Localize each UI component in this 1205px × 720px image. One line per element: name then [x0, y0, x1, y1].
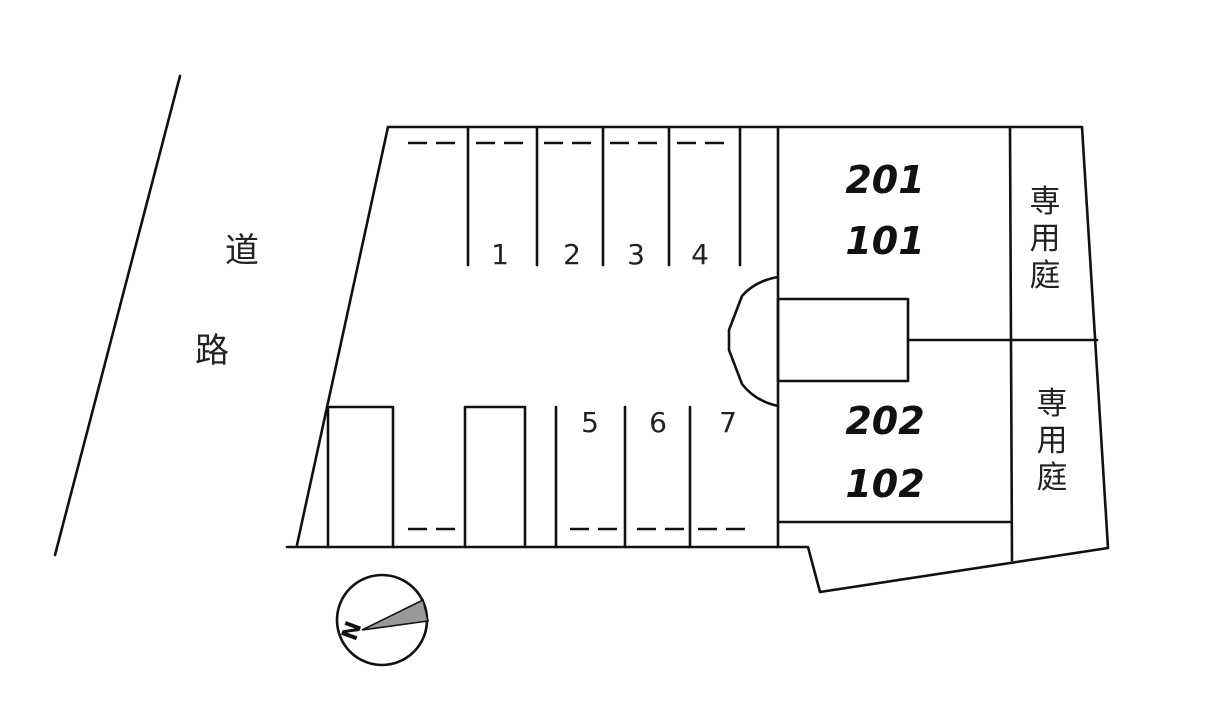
- parking-number-5: 5: [581, 406, 599, 439]
- parking-number-7: 7: [719, 406, 737, 439]
- parking-number-4: 4: [691, 238, 709, 271]
- private-garden-lower-2: 用: [1037, 423, 1068, 459]
- lot-left-edge: [295, 125, 390, 547]
- unit-number-102: 102: [845, 462, 924, 506]
- parking-number-6: 6: [649, 406, 667, 439]
- private-garden-upper-2: 用: [1030, 221, 1061, 257]
- road-line: [53, 74, 182, 557]
- parking-number-2: 2: [563, 238, 581, 271]
- unit-number-201: 201: [845, 158, 924, 202]
- storage-box: [326, 405, 395, 549]
- stair-box: [776, 297, 910, 383]
- road-label-2: 路: [195, 331, 229, 371]
- private-garden-lower-3: 庭: [1037, 460, 1068, 496]
- storage-box: [463, 405, 527, 549]
- road-label-1: 道: [225, 231, 259, 271]
- private-garden-lower-1: 専: [1037, 386, 1068, 422]
- parking-number-1: 1: [491, 238, 509, 271]
- parking-number-3: 3: [627, 238, 645, 271]
- north-compass: N: [335, 573, 429, 667]
- lot-outline: [285, 125, 1110, 594]
- private-garden-upper-1: 専: [1030, 184, 1061, 220]
- unit-number-202: 202: [845, 399, 924, 443]
- compass-arrow-icon: [361, 598, 429, 631]
- private-garden-upper-3: 庭: [1030, 258, 1061, 294]
- unit-number-101: 101: [845, 219, 924, 263]
- garden-divider-wall: [1008, 125, 1014, 562]
- stair-bay: [727, 275, 780, 408]
